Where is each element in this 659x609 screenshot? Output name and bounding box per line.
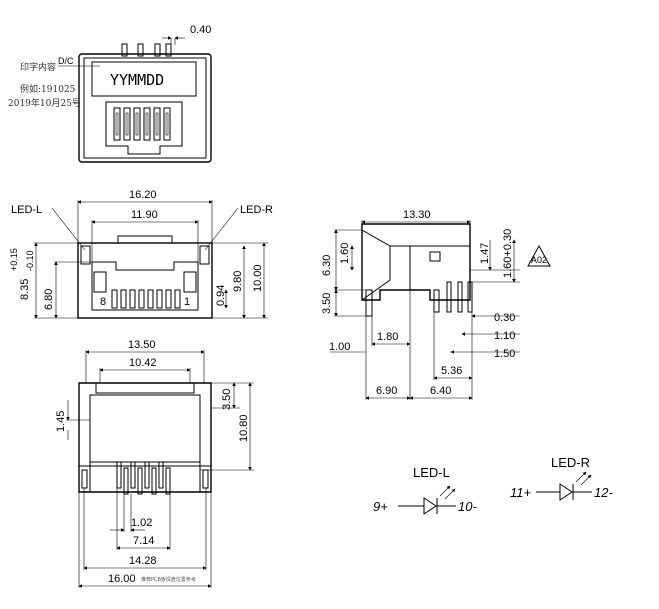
front-led-left-label: LED-L [11, 204, 42, 216]
led-right-cathode: 12- [594, 485, 613, 500]
front-led-right-label: LED-R [240, 204, 273, 216]
front-dim-0-94: 0.94 [215, 285, 227, 306]
led-right-title: LED-R [551, 455, 590, 470]
side-dim-1-10: 1.10 [494, 330, 515, 342]
side-dim-1-50: 1.50 [494, 348, 515, 360]
side-dim-0-30: 0.30 [494, 312, 515, 324]
front-tol-minus: -0.10 [25, 250, 35, 271]
bottom-dim-10-42: 10.42 [129, 357, 157, 369]
side-dim-6-40: 6.40 [430, 385, 451, 397]
led-left-anode: 9+ [373, 499, 388, 514]
side-dim-1-60: 1.60 [339, 243, 351, 264]
date-code-mark: YYMMDD [110, 71, 164, 89]
front-pin1-label: 1 [184, 296, 190, 308]
side-revision-badge: A02 [531, 255, 547, 265]
bottom-dim-1-02: 1.02 [131, 517, 152, 529]
side-dim-6-90: 6.90 [376, 385, 397, 397]
marking-note-title: 印字内容 [20, 61, 56, 73]
front-dim-9-80: 9.80 [232, 271, 244, 292]
front-view [34, 200, 268, 319]
front-width-inner: 11.90 [131, 209, 158, 221]
bottom-dim-10-80: 10.80 [238, 414, 250, 442]
led-left-title: LED-L [413, 465, 450, 480]
side-dim-1-00: 1.00 [329, 341, 350, 353]
top-view [58, 36, 212, 163]
bottom-dim-3-50: 3.50 [221, 389, 233, 410]
front-dim-6-80: 6.80 [43, 289, 55, 310]
side-dim-1-80: 1.80 [377, 331, 398, 343]
led-right-anode: 11+ [510, 485, 531, 500]
side-length: 13.30 [403, 209, 431, 221]
side-dim-1-47: 1.47 [479, 243, 491, 264]
pin-pitch-dimension: 0.40 [190, 24, 211, 36]
led-left-cathode: 10- [458, 499, 477, 514]
bottom-dim-1-45: 1.45 [55, 411, 67, 432]
front-tol-plus: +0.15 [9, 248, 19, 271]
front-dim-10-00: 10.00 [252, 264, 264, 292]
bottom-dim-13-50: 13.50 [128, 339, 156, 351]
led-right-symbol [536, 471, 592, 501]
bottom-dim-7-14: 7.14 [133, 535, 154, 547]
bottom-view [66, 350, 254, 588]
side-dim-5-36: 5.36 [441, 365, 462, 377]
side-dim-6-30: 6.30 [321, 255, 333, 276]
front-width-outer: 16.20 [129, 189, 157, 201]
bottom-dim-14-28: 14.28 [129, 555, 157, 567]
side-dim-3-50: 3.50 [321, 293, 333, 314]
marking-example: 例如:191025 [20, 83, 76, 95]
bottom-dim-16-00: 16.00 [108, 573, 136, 585]
marking-example-date: 2019年10月25号 [8, 97, 81, 109]
front-pin8-label: 8 [100, 296, 106, 308]
led-left-symbol [398, 485, 456, 515]
front-height-tolerance: 8.35 [19, 279, 31, 300]
side-dim-1-60-tol: 1.60+0.30 [502, 229, 514, 278]
date-code-label: D/C [58, 56, 74, 66]
side-view [330, 220, 551, 400]
bottom-footnote: 推荐PCB板焊盘位置参考 [141, 576, 196, 583]
